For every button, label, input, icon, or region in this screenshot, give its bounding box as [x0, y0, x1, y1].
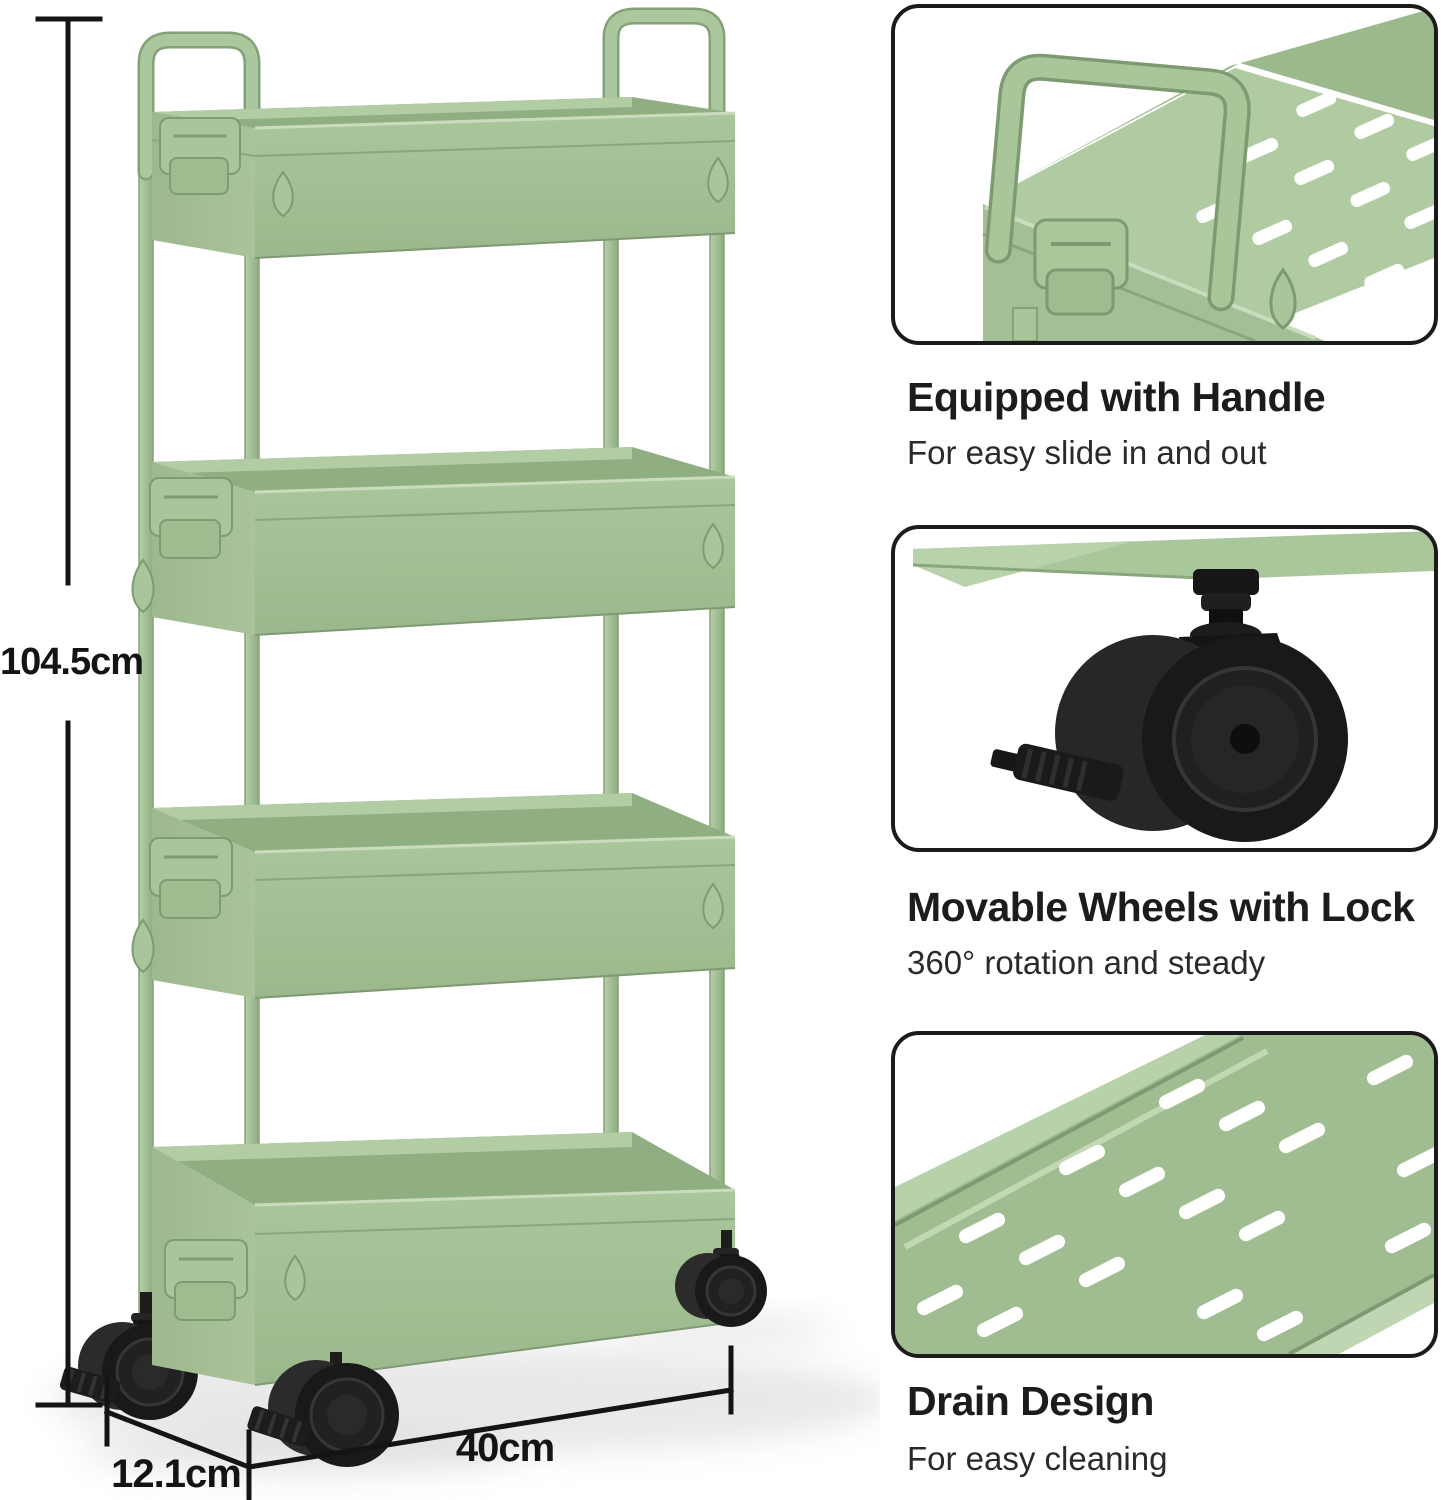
wheel-lock-lever [247, 1406, 312, 1447]
tray-2 [131, 447, 736, 636]
height-dimension-line [35, 16, 103, 1408]
handle-closeup-icon [982, 8, 1434, 341]
drain-slots [1196, 91, 1434, 290]
cart-illustration: 104.5cm 12.1cm 40cm [0, 7, 890, 1500]
cart-handles [137, 7, 726, 181]
width-dimension-line [246, 1345, 734, 1470]
handle-tube [984, 53, 1251, 312]
tray-4 [152, 1132, 736, 1386]
tray-2-hook-left [131, 558, 155, 614]
feature-subtitle: 360° rotation and steady [907, 944, 1266, 981]
tray-1-hook-right [707, 156, 729, 204]
feature-subtitle: For easy cleaning [907, 1440, 1168, 1477]
tray-1 [151, 97, 736, 259]
tray-3-hook-right [702, 882, 724, 930]
left-handle-fill [140, 34, 258, 178]
perforated-shelf-closeup-icon [895, 1035, 1434, 1354]
tray-3-hook-left [131, 918, 155, 974]
tray-4-clamp [164, 1239, 248, 1321]
caster-wheel [1055, 635, 1348, 842]
tray-1-clamp [159, 117, 241, 195]
feature-card-drain [891, 1031, 1438, 1358]
leg-front-right [709, 129, 725, 1316]
tray-1-hook-left [272, 170, 294, 218]
tray-3-clamp [149, 837, 233, 919]
feature-title: Equipped with Handle [907, 374, 1326, 420]
shelf-underside [913, 531, 1434, 579]
feature-title: Movable Wheels with Lock [907, 884, 1415, 930]
shelf-panel [895, 1035, 1434, 1354]
height-dimension-label: 104.5cm [0, 641, 143, 683]
depth-dimension-label: 12.1cm [111, 1452, 241, 1496]
feature-card-handle [891, 4, 1438, 345]
caster-wheel-closeup-icon [912, 531, 1434, 842]
tray-3 [131, 793, 736, 999]
width-dimension-label: 40cm [456, 1426, 554, 1470]
drain-slots [916, 1054, 1434, 1342]
right-handle-fill [605, 10, 723, 156]
dimension-annotations [35, 16, 734, 1500]
tray-2-clamp [149, 477, 233, 559]
tray-4-hook [284, 1254, 306, 1302]
hook-closeup [1269, 267, 1297, 330]
shelf-left-rail [895, 1035, 1240, 1220]
leg-back-left [138, 149, 154, 1331]
feature-card-wheel [891, 525, 1438, 852]
clamp-closeup [1033, 218, 1129, 316]
cart-diagram: 104.5cm 12.1cm 40cm [0, 7, 890, 1500]
feature-title: Drain Design [907, 1378, 1154, 1424]
leg-stub [1012, 307, 1038, 341]
feature-subtitle: For easy slide in and out [907, 434, 1267, 471]
tray-2-hook-right [702, 522, 724, 570]
feature-column: Equipped with Handle For easy slide in a… [891, 0, 1438, 1500]
leg-back-right [603, 119, 619, 1171]
wheel-lock-lever [990, 743, 1124, 801]
caster-wheel-right [675, 1230, 767, 1327]
